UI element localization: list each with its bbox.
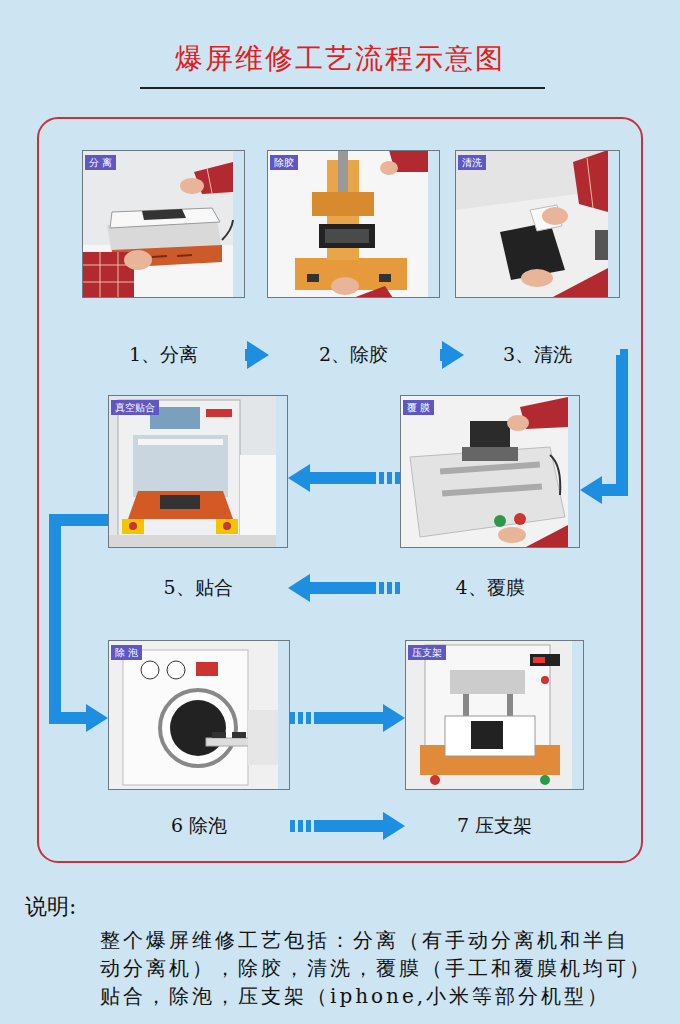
photo-frame: 覆 膜 — [400, 395, 580, 548]
step-tag: 除胶 — [270, 155, 298, 170]
photo-frame: 除胶 — [267, 150, 440, 298]
flow-arrow — [245, 349, 247, 361]
photo-bracket-press — [405, 640, 572, 790]
step-caption: 1、分离 — [82, 343, 245, 367]
step-tag: 真空贴合 — [111, 400, 159, 415]
photo-vacuum-bonder — [108, 395, 276, 548]
step-caption: 2、除胶 — [267, 343, 440, 367]
photo-frame: 清洗 — [455, 150, 620, 298]
flow-arrow — [310, 472, 400, 484]
step-caption: 7 压支架 — [405, 814, 584, 838]
step-tag: 压支架 — [408, 645, 446, 660]
step-tag: 除 泡 — [111, 645, 142, 660]
label-block: 整个爆屏维修工艺包括：分离（有手动分离机和半自 动分离机），除胶，清洗，覆膜（手… — [100, 926, 672, 1010]
photo-frame: 除 泡 — [108, 640, 290, 790]
process-step: 除 泡 6 除泡 — [108, 640, 290, 838]
step-tag: 清洗 — [458, 155, 486, 170]
flow-arrow — [602, 355, 622, 490]
process-step: 分 离 1、分离 — [82, 150, 245, 367]
photo-frame: 分 离 — [82, 150, 245, 298]
photo-glue-remover — [267, 150, 428, 298]
flow-arrow — [55, 520, 108, 718]
photo-laminator — [400, 395, 568, 548]
flow-arrow — [440, 349, 442, 361]
process-step: 压支架 7 压支架 — [405, 640, 584, 838]
process-step: 除胶 2、除胶 — [267, 150, 440, 367]
flow-arrow — [310, 582, 400, 594]
photo-frame: 压支架 — [405, 640, 584, 790]
flow-arrow — [290, 820, 383, 832]
photo-autoclave — [108, 640, 278, 790]
label-block: 说明: — [25, 893, 76, 922]
photo-frame: 真空贴合 — [108, 395, 288, 548]
note-body: 整个爆屏维修工艺包括：分离（有手动分离机和半自 动分离机），除胶，清洗，覆膜（手… — [100, 926, 672, 1010]
step-caption: 5、贴合 — [108, 576, 288, 600]
process-step: 真空贴合 5、贴合 — [108, 395, 288, 600]
step-caption: 4、覆膜 — [400, 576, 580, 600]
step-tag: 覆 膜 — [403, 400, 434, 415]
process-step: 覆 膜 4、覆膜 — [400, 395, 580, 600]
note-heading: 说明: — [25, 893, 76, 922]
flow-arrow — [290, 712, 383, 724]
diagram-title: 爆屏维修工艺流程示意图 — [0, 42, 680, 76]
title-block: 爆屏维修工艺流程示意图 — [0, 42, 680, 76]
flow-frame — [38, 118, 642, 862]
photo-separator — [82, 150, 233, 298]
process-step: 清洗 3、清洗 — [455, 150, 620, 367]
step-tag: 分 离 — [85, 155, 116, 170]
title-underline — [140, 87, 545, 89]
photo-cleaning — [455, 150, 608, 298]
step-caption: 3、清洗 — [455, 343, 620, 367]
step-caption: 6 除泡 — [108, 814, 290, 838]
